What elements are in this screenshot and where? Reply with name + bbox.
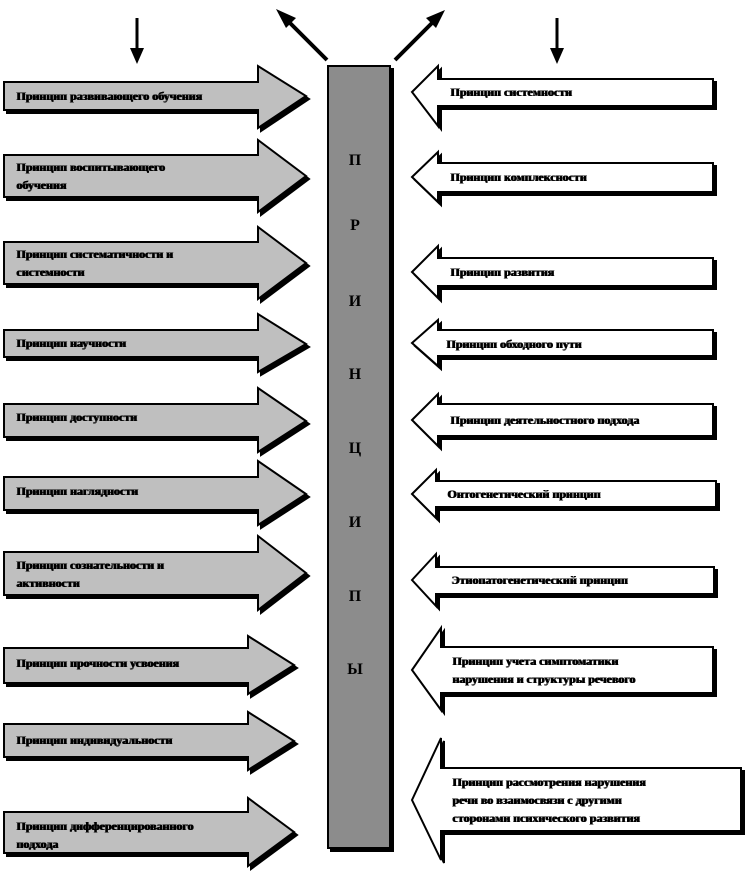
right-principle-label-line: Принцип обходного пути [446,337,582,351]
left-principle-label-line: Принцип развивающего обучения [16,89,202,103]
right-principle-arrow [410,243,714,301]
central-letter: Н [348,366,362,383]
right-principle-arrow [410,624,714,714]
left-principle-label: Принцип наглядности [16,482,138,500]
left-principle-label-line: Принцип доступности [16,410,137,424]
right-principle-label-line: Принцип системности [450,85,572,99]
right-principle-label-line: Онтогенетический принцип [447,487,601,501]
right-principle-label: Онтогенетический принцип [447,485,600,503]
left-principle-label: Принцип сознательности и активности [16,556,164,592]
left-principle-arrow [3,796,296,868]
left-principle-arrow [3,312,308,374]
right-principle-label-line: нарушения и структуры речевого [452,672,636,686]
right-principle-arrow [410,551,715,609]
right-principle-arrow [410,149,714,205]
right-principle-label-line: Принцип деятельностного подхода [450,413,639,427]
left-principle-label-line: активности [16,576,80,590]
left-principle-label-line: Принцип прочности усвоения [16,656,179,670]
central-letter: П [348,152,362,169]
right-principle-arrow [410,737,742,861]
central-letter: Ц [348,440,362,457]
right-principle-label: Принцип рассмотрения нарушения речи во вз… [452,773,645,827]
right-principle-label: Этиопатогенетический принцип [451,571,627,589]
central-letter: Ы [347,661,363,678]
left-principle-arrow [3,459,308,527]
left-principle-arrow [3,634,296,696]
right-principle-label-line: Принцип рассмотрения нарушения [452,775,646,789]
left-principle-label-line: Принцип воспитывающего [16,160,165,174]
right-principle-label: Принцип комплексности [450,168,586,186]
right-principle-arrow [410,317,714,369]
left-principle-label-line: Принцип дифференцированного [16,819,194,833]
left-principle-label-line: Принцип индивидуальности [16,733,172,747]
right-principle-label-line: Принцип учета симптоматики [452,654,618,668]
central-letter: Р [350,217,360,234]
right-principle-label: Принцип учета симптоматики нарушения и ст… [452,652,635,688]
left-principle-label: Принцип развивающего обучения [16,87,202,105]
right-principle-arrow [410,467,717,521]
top-left-down-arrow [130,18,144,64]
right-principle-label-line: Принцип комплексности [450,170,587,184]
left-principle-label: Принцип индивидуальности [16,731,172,749]
right-principle-arrow [410,63,714,129]
central-letter: И [348,514,362,531]
left-principle-arrow [3,386,308,454]
left-principle-arrow [3,64,308,130]
left-principle-label-line: системности [16,265,85,279]
right-principle-label: Принцип обходного пути [446,335,581,353]
left-principle-arrow [3,710,296,772]
left-principle-label: Принцип научности [16,334,126,352]
right-principle-label: Принцип развития [450,263,554,281]
right-principle-label-line: Этиопатогенетический принцип [451,573,628,587]
right-principle-label-line: сторонами психического развития [452,811,640,825]
left-principle-label: Принцип воспитывающего обучения [16,158,165,194]
left-principle-label-line: обучения [16,178,66,192]
left-principle-label-line: подхода [16,837,58,851]
left-principle-label-line: Принцип научности [16,336,126,350]
top-right-diagonal-arrow [393,10,445,62]
left-principle-label-line: Принцип наглядности [16,484,138,498]
right-principle-label-line: речи во взаимосвязи с другими [452,793,622,807]
left-principle-arrow [3,533,308,613]
right-principle-label: Принцип деятельностного подхода [450,411,639,429]
top-left-diagonal-arrow [276,9,329,62]
central-bar [327,65,391,849]
left-principle-arrow [3,138,308,214]
left-principle-label: Принцип прочности усвоения [16,654,179,672]
central-letter: И [348,293,362,310]
top-right-down-arrow [550,18,564,64]
right-principle-label: Принцип системности [450,83,572,101]
left-principle-label-line: Принцип сознательности и [16,558,164,572]
right-principle-arrow [410,391,714,449]
central-letter: П [348,588,362,605]
left-principle-label: Принцип систематичности и системности [16,245,173,281]
left-principle-label-line: Принцип систематичности и [16,247,173,261]
left-principle-label: Принцип дифференцированного подхода [16,817,193,853]
left-principle-arrow [3,225,308,301]
left-principle-label: Принцип доступности [16,408,137,426]
right-principle-label-line: Принцип развития [450,265,554,279]
